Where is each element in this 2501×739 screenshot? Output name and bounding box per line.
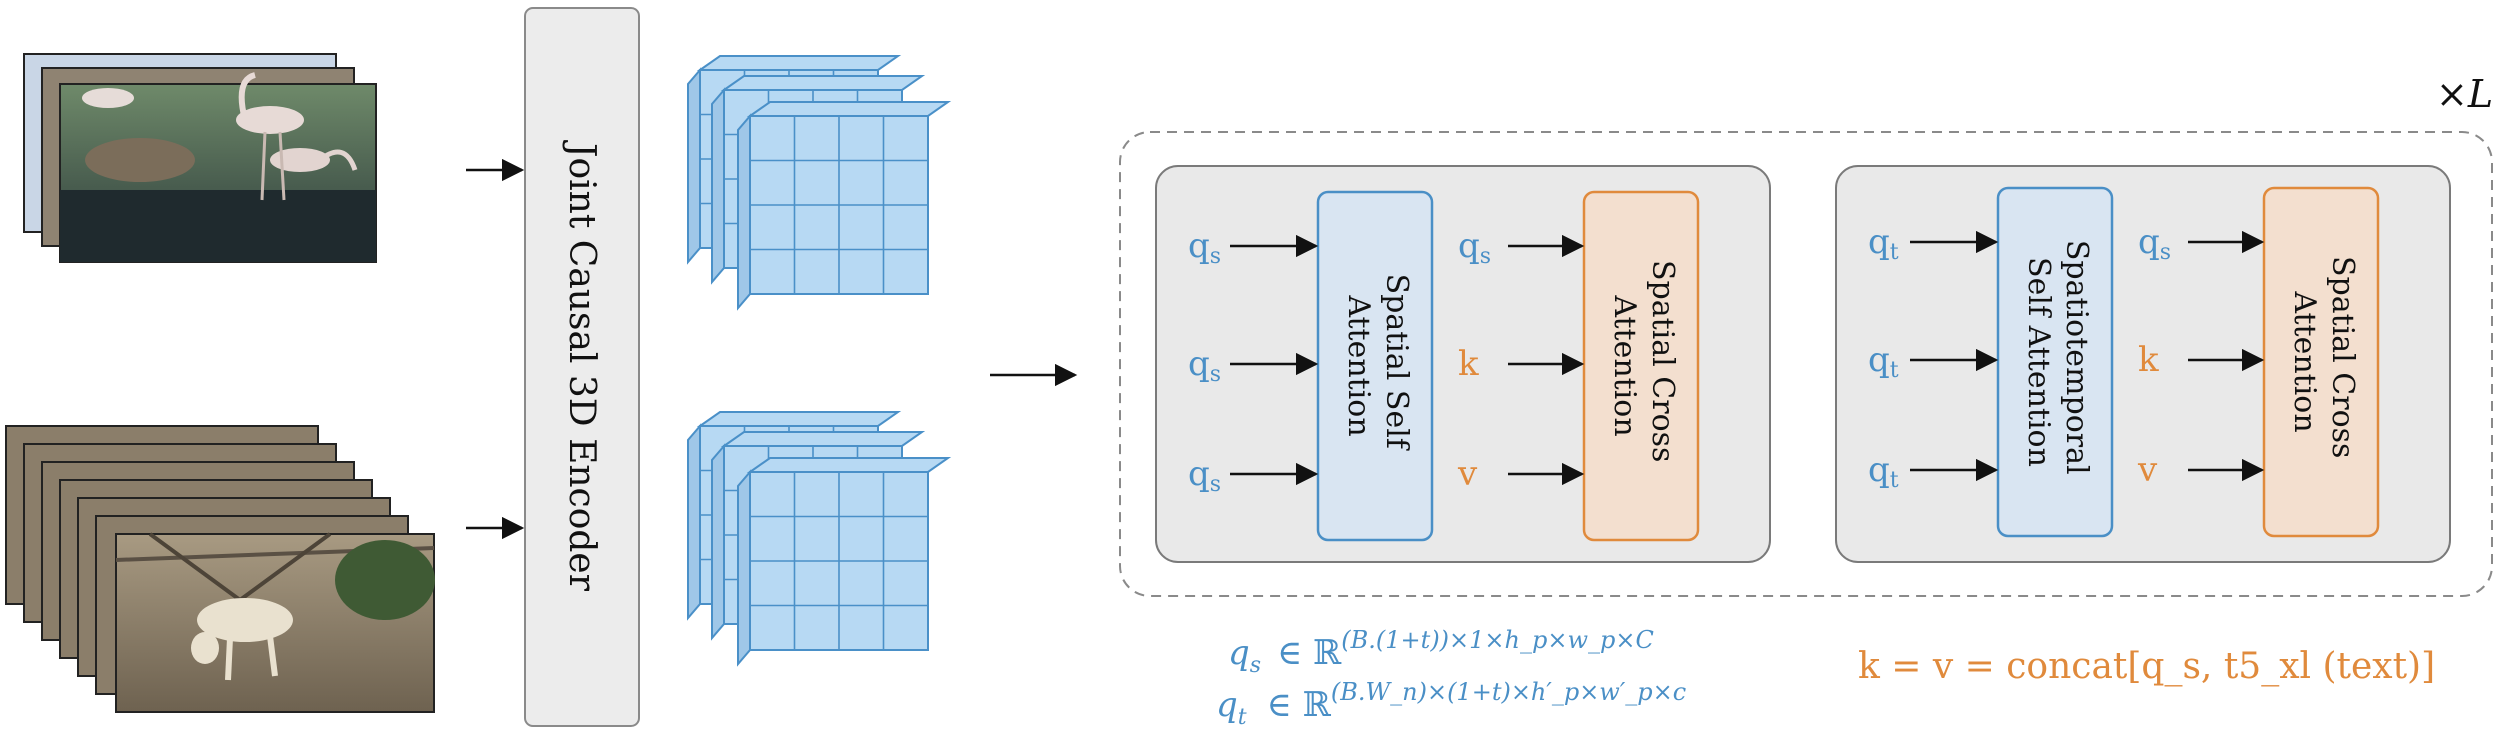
repeat-label: ×L [2436, 72, 2493, 116]
spatial-cross-attention-2-line2: Attention [2287, 290, 2322, 432]
query-input-label: qt [1868, 450, 1899, 493]
cross-input-label: k [1458, 344, 1479, 384]
qs-shape-formula: qs∈ ℝ(B.(1+t))×1×h_p×w_p×C [1228, 626, 1654, 678]
svg-text:Spatial Cross Attention: Spatial Cross Attention [1607, 260, 1680, 472]
query-input-label: qs [1188, 344, 1221, 387]
cross-input-label: k [2138, 340, 2159, 380]
kv-formula: k = v = concat[q_s, t5_xl (text)] [1858, 646, 2435, 687]
flamingo-video-frames [23, 53, 377, 263]
latent-cube-top [687, 55, 952, 311]
query-input-label: qs [1188, 454, 1221, 497]
query-input-label: qs [1188, 226, 1221, 269]
cross-input-label: qs [2138, 222, 2171, 265]
cross-input-label: v [2137, 450, 2158, 490]
block-inputs: qs qs qs k qs v qt qs qt k qt v [1188, 222, 2265, 497]
cross-input-label: v [1457, 454, 1478, 494]
encoder-box [524, 7, 640, 727]
latent-cube-bottom [687, 411, 952, 667]
spatial-cross-attention-line2: Attention [1607, 294, 1642, 436]
svg-text:Spatial Cross Attention: Spatial Cross Attention [2287, 256, 2360, 468]
svg-text:Spatial Self Attention: Spatial Self Attention [1341, 274, 1414, 459]
query-input-label: qt [1868, 340, 1899, 383]
spatial-self-attention-line2: Attention [1341, 294, 1376, 436]
qt-shape-formula: qt∈ ℝ(B.W_n)×(1+t)×h′_p×w′_p×c [1216, 678, 1686, 730]
cross-input-label: qs [1458, 226, 1491, 269]
dog-image [115, 532, 435, 681]
spatiotemporal-self-attention-line1: Spatiotemporal [2059, 240, 2094, 475]
flamingo-image [60, 72, 376, 262]
spatiotemporal-self-attention-line2: Self Attention [2021, 257, 2056, 467]
spatial-cross-attention-2-line1: Spatial Cross [2325, 256, 2360, 458]
dog-video-frames [5, 425, 435, 713]
query-input-label: qt [1868, 222, 1899, 265]
encoder-label: Joint Causal 3D Encoder [561, 139, 602, 592]
spatial-self-attention-line1: Spatial Self [1379, 274, 1414, 451]
svg-text:Spatiotemporal Self Atte: Spatiotemporal Self Attention [2021, 240, 2094, 484]
spatial-cross-attention-line1: Spatial Cross [1645, 260, 1680, 462]
